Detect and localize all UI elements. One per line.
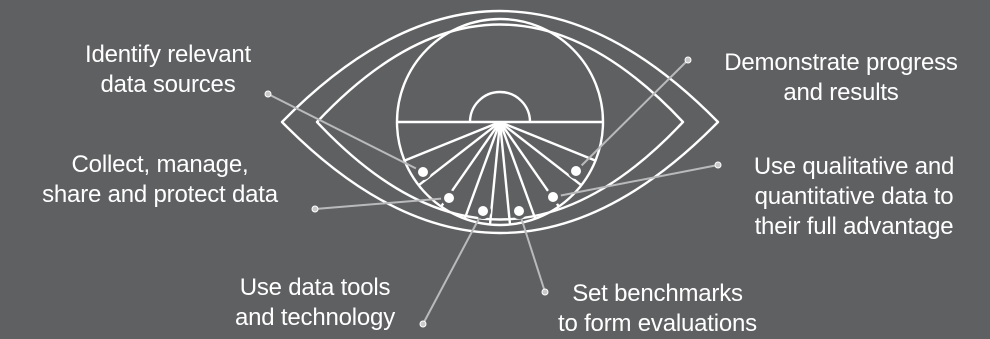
label-qualitative-quantitative: Use qualitative and quantitative data to… — [723, 152, 985, 242]
iris-rays — [405, 122, 596, 225]
label-line: Use data tools — [205, 273, 425, 303]
label-demonstrate-progress: Demonstrate progress and results — [696, 48, 986, 108]
label-line: Set benchmarks — [535, 279, 780, 309]
label-line: Use qualitative and — [723, 152, 985, 182]
point-benchmarks — [513, 205, 526, 218]
point-qualitative — [547, 191, 560, 204]
label-line: Collect, manage, — [10, 150, 310, 180]
label-line: and results — [696, 78, 986, 108]
dot-demonstrate — [685, 57, 691, 63]
label-collect-manage-data: Collect, manage, share and protect data — [10, 150, 310, 210]
label-identify-data-sources: Identify relevant data sources — [48, 40, 288, 100]
label-data-tools: Use data tools and technology — [205, 273, 425, 333]
dot-collect — [312, 206, 318, 212]
point-demonstrate — [570, 165, 583, 178]
label-line: Demonstrate progress — [696, 48, 986, 78]
point-tools — [477, 205, 490, 218]
pupil-dome — [470, 92, 530, 122]
label-line: and technology — [205, 303, 425, 333]
point-identify — [417, 166, 430, 179]
label-line: quantitative data to — [723, 182, 985, 212]
label-set-benchmarks: Set benchmarks to form evaluations — [535, 279, 780, 339]
label-line: to form evaluations — [535, 309, 780, 339]
label-line: Identify relevant — [48, 40, 288, 70]
label-line: data sources — [48, 70, 288, 100]
label-line: their full advantage — [723, 212, 985, 242]
label-line: share and protect data — [10, 180, 310, 210]
point-collect — [443, 192, 456, 205]
dot-qualitative — [715, 162, 721, 168]
